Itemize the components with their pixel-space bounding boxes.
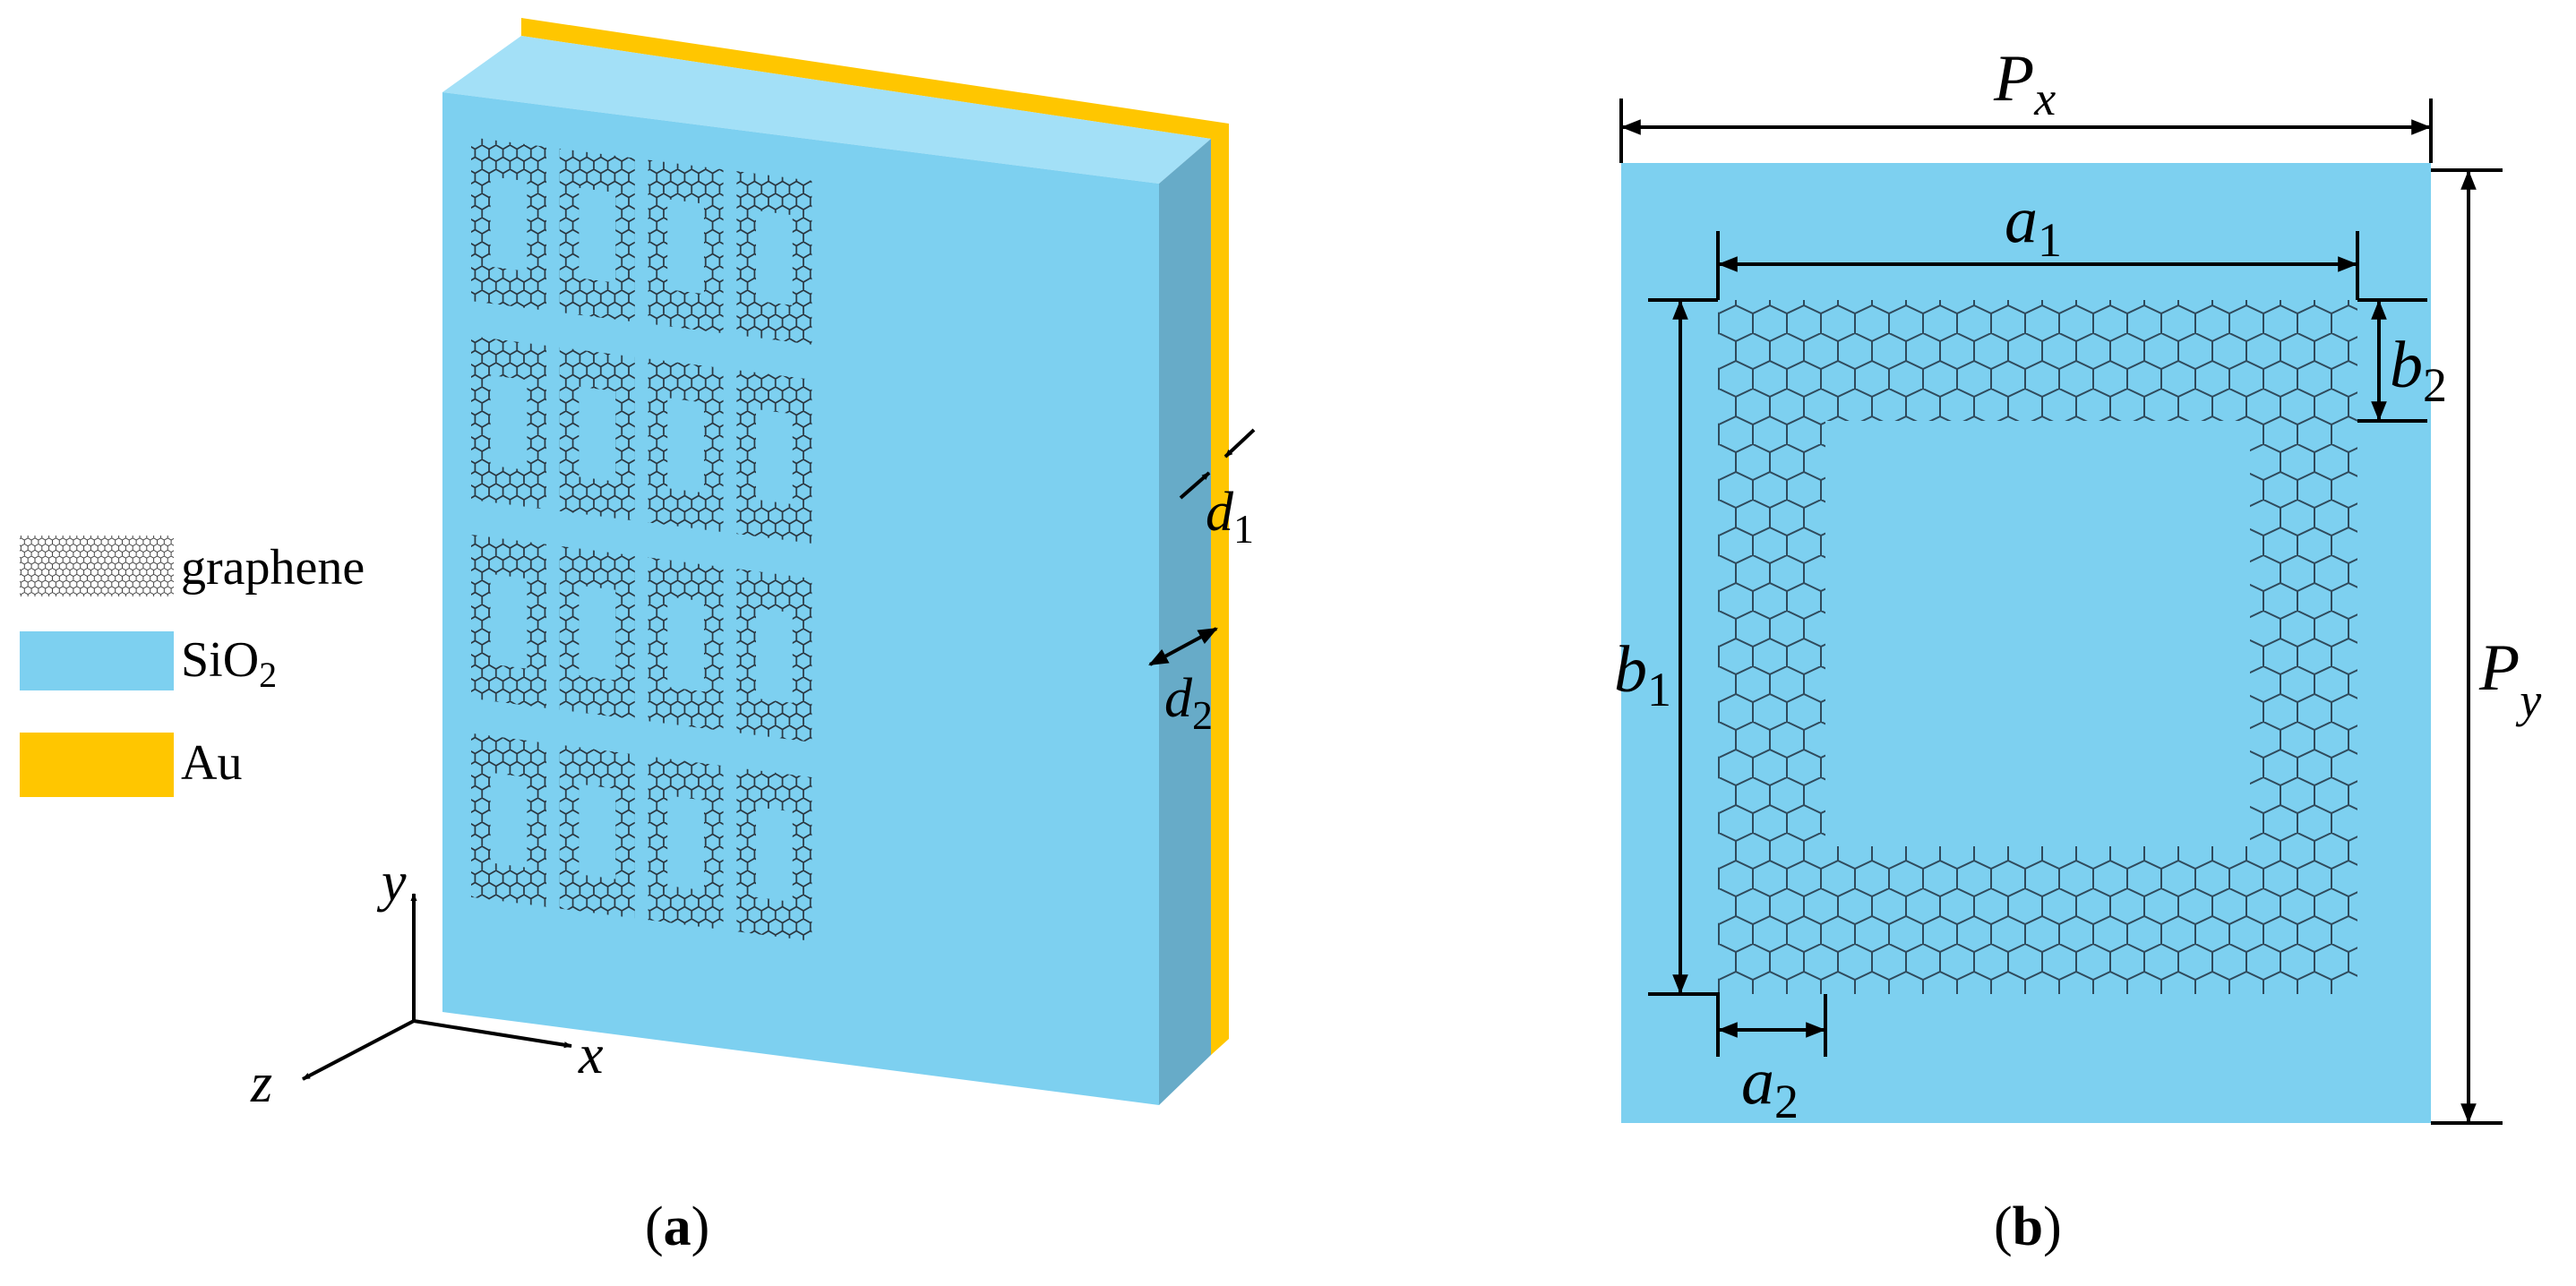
a2-label: a2 — [1741, 1045, 1799, 1128]
py-label: Py — [2478, 631, 2541, 727]
axis-z-label: z — [250, 1053, 272, 1114]
thickness-d1: d1 — [1179, 428, 1256, 552]
legend-sio2-swatch — [20, 631, 174, 690]
legend-sio2-label: SiO2 — [181, 632, 277, 695]
legend: graphene SiO2 Au — [20, 536, 365, 797]
legend-au-label: Au — [181, 735, 242, 791]
graphene-patch — [736, 370, 812, 544]
graphene-patch — [471, 733, 546, 907]
dimension-a2: a2 — [1716, 994, 1827, 1128]
au-layer-side — [1211, 124, 1229, 1055]
axis-x-line — [413, 1019, 572, 1049]
axis-z-line — [302, 1019, 415, 1081]
d1-arrow-right — [1224, 428, 1256, 459]
a1-label: a1 — [2005, 184, 2062, 267]
thickness-d2: d2 — [1148, 627, 1218, 738]
d1-label: d1 — [1206, 482, 1254, 552]
graphene-patch — [559, 148, 635, 322]
panel-b: Px Py a1 b1 b2 — [1614, 42, 2541, 1257]
graphene-patch — [559, 347, 635, 521]
legend-sio2: SiO2 — [20, 631, 277, 695]
sio2-top-face — [442, 36, 1211, 184]
px-label: Px — [1993, 42, 2056, 125]
dimension-b2: b2 — [2357, 298, 2447, 423]
axis-y-label: y — [376, 852, 407, 913]
d2-label: d2 — [1164, 668, 1213, 738]
panel-a-caption: (a) — [645, 1196, 709, 1257]
sio2-side-face — [1159, 139, 1211, 1105]
graphene-patch — [471, 137, 546, 311]
dimension-b1: b1 — [1614, 298, 1720, 1012]
panel-b-caption: (b) — [1994, 1196, 2062, 1257]
d2-arrow — [1148, 627, 1218, 666]
graphene-patch — [648, 756, 724, 930]
dimension-a1: a1 — [1716, 184, 2359, 300]
coordinate-axes: y x z — [250, 852, 604, 1114]
graphene-patch — [648, 358, 724, 533]
graphene-patch-array — [471, 137, 812, 941]
graphene-patch — [736, 767, 812, 941]
dimension-px: Px — [1619, 42, 2433, 163]
d1-arrow-left — [1179, 471, 1211, 500]
legend-graphene-label: graphene — [181, 540, 365, 596]
legend-au: Au — [20, 733, 242, 797]
au-layer-top — [521, 18, 1229, 141]
b1-label: b1 — [1614, 633, 1671, 716]
graphene-patch — [471, 336, 546, 510]
graphene-patch — [736, 171, 812, 345]
legend-au-swatch — [20, 733, 174, 797]
dimension-py: Py — [2431, 168, 2541, 1125]
graphene-patch — [736, 569, 812, 742]
graphene-patch — [559, 545, 635, 720]
graphene-square-ring — [1718, 300, 2357, 994]
axis-x-label: x — [578, 1025, 604, 1085]
legend-graphene-swatch — [20, 536, 174, 596]
legend-graphene: graphene — [20, 536, 365, 596]
b2-label: b2 — [2390, 329, 2447, 412]
graphene-patch — [559, 744, 635, 919]
graphene-patch — [471, 535, 546, 708]
panel-a: y x z d1 d2 (a) — [250, 18, 1256, 1257]
graphene-patch — [648, 159, 724, 334]
graphene-patch — [648, 557, 724, 732]
